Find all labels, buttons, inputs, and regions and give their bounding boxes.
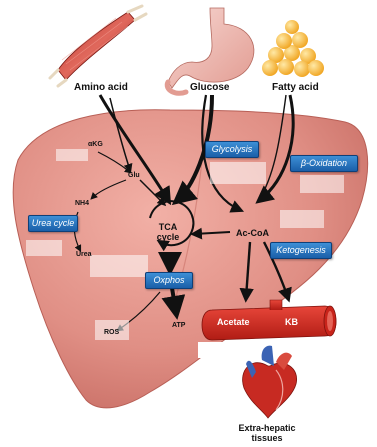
kb-label: KB	[285, 317, 298, 327]
blank-label-2	[210, 162, 266, 184]
ketogenesis-tag: Ketogenesis	[270, 242, 332, 259]
glycolysis-tag: Glycolysis	[205, 141, 259, 158]
glu-label: Glu	[128, 172, 140, 179]
fatty-acid-label: Fatty acid	[272, 82, 319, 93]
blank-label-5	[90, 255, 148, 277]
glucose-label: Glucose	[190, 82, 229, 93]
akg-label: αKG	[88, 141, 103, 148]
beta-oxidation-tag: β-Oxidation	[290, 155, 358, 172]
blank-label-6	[280, 210, 324, 228]
fat-cells-icon	[262, 20, 324, 77]
nh4-label: NH4	[75, 200, 89, 207]
amino-acid-label: Amino acid	[74, 82, 128, 93]
ac-coa-label: Ac-CoA	[236, 228, 269, 238]
blank-label-9	[305, 342, 349, 360]
extra-hepatic-tissues-label: Extra-hepatic tissues	[236, 423, 298, 443]
urea-cycle-tag: Urea cycle	[28, 215, 78, 232]
ros-label: ROS	[104, 329, 119, 336]
blank-label-4	[26, 240, 62, 256]
blank-label-3	[300, 175, 344, 193]
blank-label-1	[56, 149, 88, 161]
atp-label: ATP	[172, 322, 185, 329]
heart-icon	[243, 346, 297, 418]
tca-cycle-label: TCA cycle	[155, 222, 181, 242]
muscle-icon	[50, 6, 146, 86]
stomach-icon	[167, 8, 254, 93]
urea-label: Urea	[76, 251, 92, 258]
blank-label-8	[198, 342, 242, 358]
oxphos-tag: Oxphos	[145, 272, 193, 289]
acetate-label: Acetate	[217, 317, 250, 327]
